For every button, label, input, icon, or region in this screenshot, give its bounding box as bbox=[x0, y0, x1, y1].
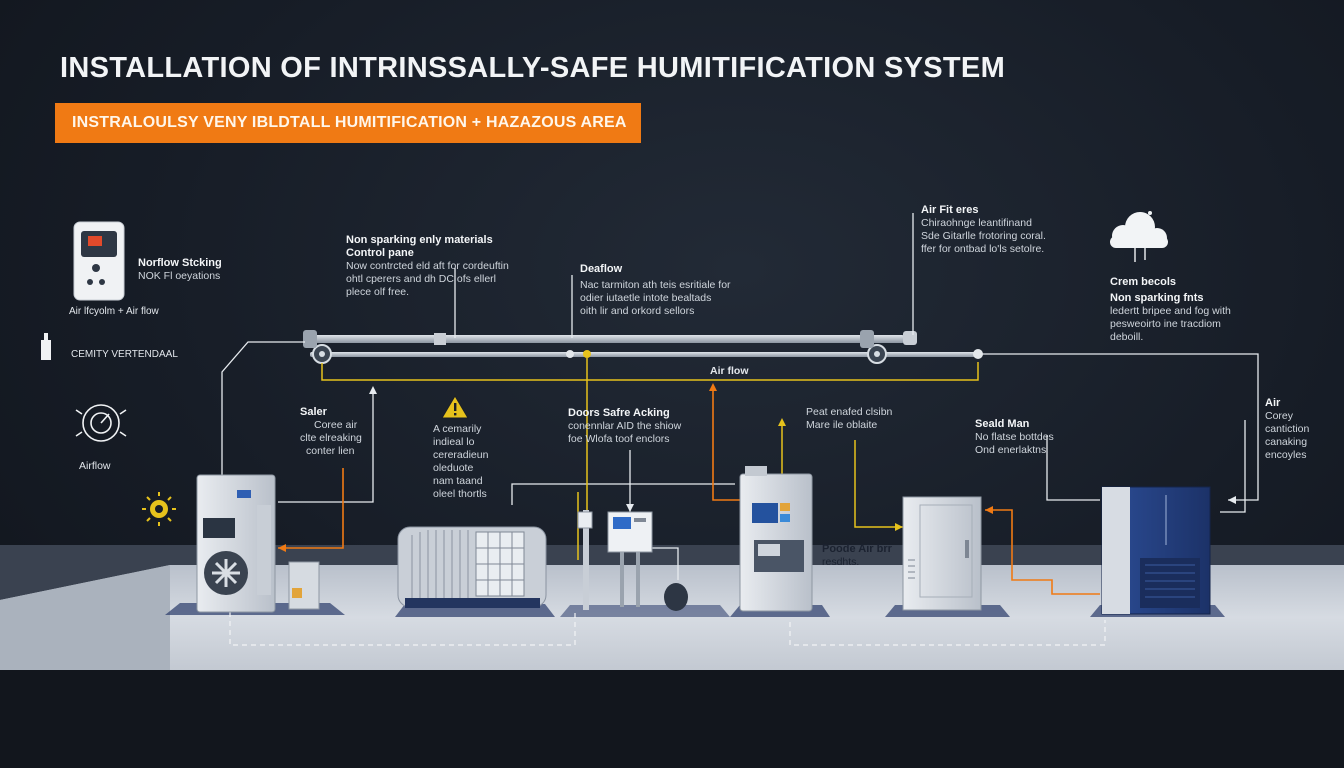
label-seald-line: Ond enerlaktns bbox=[975, 444, 1047, 456]
label-peat: Peat enafed clsibn Mare ile oblaite bbox=[806, 406, 892, 432]
label-warning-line: A cemarily bbox=[433, 423, 482, 435]
label-crem-line: ledertt bripee and fog with bbox=[1110, 305, 1231, 317]
label-crem-head: Crem becols bbox=[1110, 276, 1177, 288]
label-warning-line: oleel thortls bbox=[433, 488, 487, 500]
label-warning-line: indieal lo bbox=[433, 436, 475, 448]
label-non-sparking-line: plece olf free. bbox=[346, 286, 410, 298]
label-deaflow: Deaflow Nac tarmiton ath teis esritiale … bbox=[580, 263, 731, 318]
label-crem-line: pesweoirto ine tracdiom bbox=[1110, 318, 1221, 330]
label-norflow-head: Norflow Stcking bbox=[138, 257, 222, 269]
label-seald: Seald Man No flatse bottdes Ond enerlakt… bbox=[975, 418, 1054, 457]
label-airflow-left: Air lfcyolm + Air flow bbox=[69, 306, 159, 317]
sun-icon bbox=[142, 492, 176, 526]
gauge-icon bbox=[75, 404, 127, 442]
label-saler-line: Coree air bbox=[314, 419, 358, 431]
label-saler-line: conter lien bbox=[306, 445, 355, 457]
label-deaflow-line: oith lir and orkord sellors bbox=[580, 305, 695, 317]
label-air-right-head: Air bbox=[1265, 397, 1281, 409]
label-saler-head: Saler bbox=[300, 406, 327, 418]
blue-cabinet bbox=[1101, 486, 1211, 615]
floor bbox=[0, 545, 1344, 768]
label-air-filters: Air Fit eres Chiraohnge leantifinand Sde… bbox=[921, 204, 1046, 256]
central-cabinet bbox=[739, 466, 813, 612]
label-air-right-line: encoyles bbox=[1265, 449, 1307, 461]
page-title: INSTALLATION OF INTRINSSALLY-SAFE HUMITI… bbox=[60, 52, 1006, 84]
label-warning: A cemarily indieal lo cereradieun oleduo… bbox=[433, 423, 488, 501]
label-non-sparking-line: ohtl cperers and dh DC ofs ellerl bbox=[346, 273, 496, 285]
label-doors: Doors Safre Acking conennlar AID the shi… bbox=[568, 407, 681, 446]
label-cemity: CEMITY VERTENDAAL bbox=[71, 349, 178, 360]
label-crem-line: deboill. bbox=[1110, 331, 1144, 343]
label-air-filters-line: Chiraohnge leantifinand bbox=[921, 217, 1032, 229]
label-peat-line: Mare ile oblaite bbox=[806, 419, 878, 431]
label-deaflow-head: Deaflow bbox=[580, 263, 623, 275]
air-flow-loop bbox=[321, 358, 979, 560]
label-seald-head: Seald Man bbox=[975, 418, 1030, 430]
label-air-filters-line: Sde Gitarlle frotoring coral. bbox=[921, 230, 1046, 242]
label-crem-sub: Non sparking fnts bbox=[1110, 292, 1204, 304]
main-pipe bbox=[303, 330, 983, 364]
outdoor-unit bbox=[196, 474, 320, 613]
sensor-icon bbox=[41, 333, 51, 360]
label-doors-line: conennlar AID the shiow bbox=[568, 420, 682, 432]
label-non-sparking-sub: Control pane bbox=[346, 247, 414, 259]
label-saler-line: clte elreaking bbox=[300, 432, 362, 444]
label-peat-head: Peat enafed clsibn bbox=[806, 406, 893, 418]
hazard-banner: INSTRALOULSY VENY IBLDTALL HUMITIFICATIO… bbox=[55, 103, 641, 143]
label-poode-head: Poode Air brr bbox=[822, 543, 892, 555]
label-doors-head: Doors Safre Acking bbox=[568, 407, 670, 419]
label-saler: Saler Coree air clte elreaking conter li… bbox=[300, 406, 362, 458]
label-air-filters-head: Air Fit eres bbox=[921, 204, 979, 216]
label-non-sparking-head: Non sparking enly materials bbox=[346, 234, 493, 246]
white-callouts bbox=[221, 213, 1259, 580]
label-poode: Poode Air brr resdhts. bbox=[822, 543, 892, 569]
label-poode-line: resdhts. bbox=[822, 556, 860, 568]
label-warning-line: nam taand bbox=[433, 475, 483, 487]
label-deaflow-line: odier iutaetle intote bealtads bbox=[580, 292, 712, 304]
label-norflow: Norflow Stcking NOK Fl oeyations bbox=[138, 257, 222, 283]
label-airflow-gauge: Airflow bbox=[79, 460, 111, 472]
controller-icon bbox=[73, 221, 125, 301]
label-air-right-line: cantiction bbox=[1265, 423, 1310, 435]
label-air-right-line: canaking bbox=[1265, 436, 1308, 448]
label-air-right: Air Corey cantiction canaking encoyles bbox=[1265, 397, 1309, 462]
label-non-sparking: Non sparking enly materials Control pane… bbox=[346, 234, 509, 299]
warning-icon bbox=[441, 395, 469, 419]
label-warning-line: oleduote bbox=[433, 462, 474, 474]
label-air-filters-line: ffer for ontbad lo'ls setolre. bbox=[921, 243, 1045, 255]
orange-flow-lines bbox=[278, 385, 1100, 595]
label-deaflow-line: Nac tarmiton ath teis esritiale for bbox=[580, 279, 731, 291]
cloud-icon bbox=[1110, 211, 1168, 262]
label-non-sparking-line: Now contrcted eld aft for cordeuftin bbox=[346, 260, 509, 272]
label-norflow-body: NOK Fl oeyations bbox=[138, 270, 221, 282]
grey-cabinet bbox=[902, 496, 982, 611]
label-crem: Crem becols Non sparking fnts ledertt br… bbox=[1110, 276, 1231, 344]
label-doors-line: foe Wlofa toof enclors bbox=[568, 433, 670, 445]
label-air-right-line: Corey bbox=[1265, 410, 1294, 422]
humidifier-unit bbox=[397, 526, 547, 608]
label-air-flow-mid: Air flow bbox=[710, 365, 749, 377]
control-stand bbox=[577, 510, 688, 611]
label-seald-line: No flatse bottdes bbox=[975, 431, 1054, 443]
label-warning-line: cereradieun bbox=[433, 449, 489, 461]
